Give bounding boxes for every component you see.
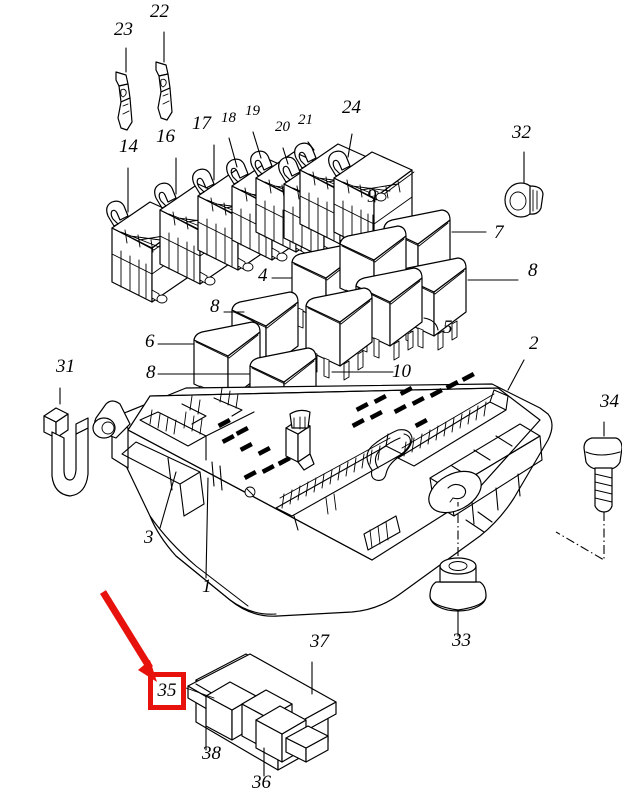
callout-32: 32 [511, 122, 532, 143]
connector-block-24 [328, 133, 415, 254]
callout-22: 22 [150, 1, 170, 22]
callout-2: 2 [529, 333, 539, 354]
wire-clip [366, 429, 413, 481]
fuse-holder-tower [285, 409, 315, 471]
callout-21: 21 [298, 112, 313, 128]
callout-8-upper: 8 [210, 296, 220, 317]
control-unit-assembly [185, 653, 337, 777]
connector-block-17 [192, 144, 279, 272]
callout-5: 5 [443, 317, 453, 338]
terminal-23 [115, 47, 133, 131]
fuse-strip-row-upper [397, 389, 509, 467]
callout-6: 6 [145, 331, 155, 352]
relay-4 [271, 243, 359, 337]
callout-34: 34 [599, 391, 620, 412]
control-unit-block-flat [285, 725, 329, 763]
connector-block-18 [226, 137, 313, 262]
callout-23: 23 [114, 19, 133, 40]
callout-18: 18 [221, 110, 237, 126]
callout-20: 20 [275, 119, 291, 135]
callout-1: 1 [202, 576, 212, 597]
fuse-box-housing-1 [92, 359, 553, 617]
clip-31 [43, 387, 89, 497]
connector-foot-9 [369, 187, 387, 241]
callout-labels: 23 22 24 21 20 19 18 17 16 14 32 9 7 8 4… [55, 1, 620, 793]
relay-8-lower [157, 347, 317, 441]
connector-block-14 [106, 167, 193, 304]
annotation-arrow [100, 590, 157, 682]
callout-36: 36 [251, 772, 272, 793]
relay-6 [157, 321, 261, 415]
terminal-22 [155, 31, 173, 121]
callout-17: 17 [192, 113, 213, 134]
callout-10: 10 [392, 361, 412, 382]
bolt-34 [555, 421, 622, 561]
rubber-mount-33 [429, 502, 487, 637]
relay-7 [383, 209, 487, 303]
connector-block-19 [250, 131, 337, 254]
grommet-32 [504, 151, 544, 218]
mount-boss-round [428, 470, 482, 514]
callout-33: 33 [451, 630, 471, 651]
callout-24: 24 [342, 97, 362, 118]
callout-9: 9 [367, 186, 377, 207]
callout-31: 31 [55, 356, 75, 377]
connector-block-21 [294, 141, 381, 246]
relay-8-right [399, 257, 519, 351]
connector-block-16 [154, 157, 241, 286]
callout-8-lower: 8 [146, 362, 156, 383]
callout-38: 38 [201, 743, 222, 764]
callout-7: 7 [494, 222, 505, 243]
relay-5 [355, 267, 439, 361]
connector-block-20 [278, 147, 365, 260]
callout-19: 19 [245, 103, 261, 119]
callout-4: 4 [258, 265, 268, 286]
fuse-slot-marks [217, 371, 475, 480]
housing-boss [92, 400, 131, 439]
relay-10 [305, 287, 394, 381]
relay-8-upper [223, 291, 299, 385]
callout-37: 37 [309, 631, 331, 652]
callout-16: 16 [156, 126, 176, 147]
callout-14: 14 [119, 136, 139, 157]
callout-8-right: 8 [528, 260, 538, 281]
callout-3: 3 [143, 527, 154, 548]
